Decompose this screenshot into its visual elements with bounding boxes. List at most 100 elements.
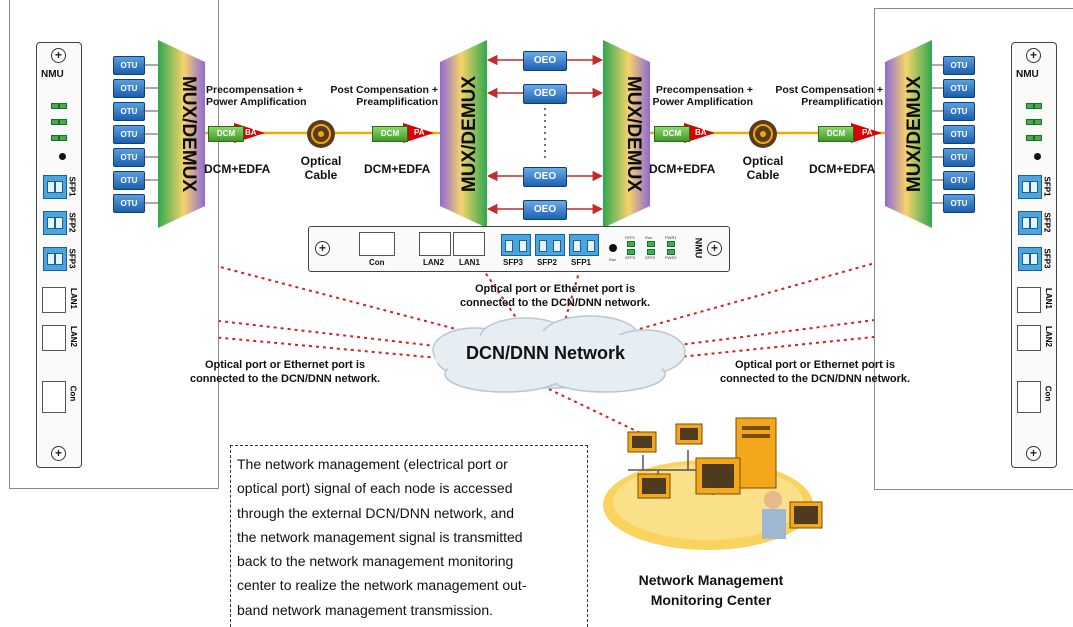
- mux-demux-1: [158, 40, 205, 228]
- computer-icon: [627, 431, 657, 453]
- lan1-label: LAN1: [459, 258, 480, 267]
- optical-cable-icon: [307, 120, 335, 148]
- optical-cable-label: Optical Cable: [300, 154, 342, 182]
- lan2-port[interactable]: [419, 232, 451, 256]
- sfp1-port[interactable]: [1018, 175, 1042, 199]
- post-compensation-label: Post Compensation + Preamplification: [330, 84, 438, 108]
- optical-cable-label: Optical Cable: [742, 154, 784, 182]
- precompensation-label: Precompensation + Power Amplification: [206, 84, 307, 108]
- dcm-edfa-label: DCM+EDFA: [204, 162, 271, 176]
- link-cloud-center: [529, 379, 656, 441]
- sfp2-label: SFP2: [537, 258, 558, 267]
- nmu-front-panel: + Con LAN2 LAN1 SFP3 SFP2 SFP1 Run SFP1 …: [308, 226, 730, 272]
- status-led: [59, 135, 67, 141]
- run-indicator: [59, 153, 66, 160]
- dcm-edfa-label: DCM+EDFA: [364, 162, 431, 176]
- mux-demux-2: [440, 40, 487, 228]
- led-label: Run: [645, 235, 653, 240]
- status-led: [59, 119, 67, 125]
- led-label: PWR1: [665, 235, 677, 240]
- otu-module: OTU: [943, 125, 975, 144]
- left-nmu-card: + NMU SFP1 SFP2 SFP3 LAN1 LAN2 Con +: [36, 42, 82, 468]
- dcm-module: DCM: [372, 126, 408, 142]
- monitoring-center-illustration: [603, 417, 823, 550]
- computer-icon: [695, 457, 741, 495]
- run-indicator: [609, 244, 617, 252]
- server-icon: [735, 417, 777, 489]
- status-led: [1026, 103, 1034, 109]
- console-port[interactable]: [1017, 381, 1041, 413]
- sfp1-port[interactable]: [43, 175, 67, 199]
- screw-icon: +: [1026, 48, 1041, 63]
- status-led: [647, 249, 655, 255]
- sfp2-port[interactable]: [535, 234, 565, 256]
- lan1-port[interactable]: [453, 232, 485, 256]
- precompensation-label: Precompensation + Power Amplification: [652, 84, 753, 108]
- lan1-port[interactable]: [42, 287, 66, 313]
- dcm-module: DCM: [654, 126, 690, 142]
- sfp3-label: SFP3: [503, 258, 524, 267]
- mux-demux-3: [603, 40, 650, 228]
- mux-demux-label-4: MUX/DEMUX: [904, 75, 926, 193]
- port-note-left: Optical port or Ethernet port is connect…: [189, 359, 381, 385]
- dcm-edfa-label: DCM+EDFA: [809, 162, 876, 176]
- ba-label: BA: [245, 128, 257, 137]
- lan1-port[interactable]: [1017, 287, 1041, 313]
- lan2-port[interactable]: [42, 325, 66, 351]
- oeo-module: OEO: [523, 51, 567, 71]
- nmu-title: NMU: [1016, 69, 1039, 80]
- dcn-cloud: [432, 315, 686, 393]
- otu-module: OTU: [113, 148, 145, 167]
- status-led: [1034, 103, 1042, 109]
- screw-icon: +: [1026, 446, 1041, 461]
- link-right-lan1: [639, 303, 1001, 351]
- otu-module: OTU: [943, 194, 975, 213]
- ba-label: BA: [695, 128, 707, 137]
- right-nmu-card: + NMU SFP1 SFP2 SFP3 LAN1 LAN2 Con +: [1011, 42, 1057, 468]
- description-text: The network management (electrical port …: [237, 456, 527, 618]
- console-port[interactable]: [42, 381, 66, 413]
- sfp3-port[interactable]: [43, 247, 67, 271]
- nmu-title: NMU: [693, 237, 704, 259]
- sfp3-port[interactable]: [1018, 247, 1042, 271]
- sfp2-port[interactable]: [1018, 211, 1042, 235]
- monitoring-center-label: Network Management Monitoring Center: [638, 572, 784, 608]
- otu-module: OTU: [943, 171, 975, 190]
- status-led: [51, 135, 59, 141]
- otu-module: OTU: [943, 102, 975, 121]
- mux-demux-label-3: MUX/DEMUX: [623, 75, 645, 193]
- status-led: [1026, 135, 1034, 141]
- oeo-module: OEO: [523, 200, 567, 220]
- console-port[interactable]: [359, 232, 395, 256]
- mux-demux-label-2: MUX/DEMUX: [459, 75, 481, 193]
- link-panel-lan1: [477, 261, 531, 339]
- sfp3-port[interactable]: [501, 234, 531, 256]
- screw-icon: +: [315, 241, 330, 256]
- status-led: [647, 241, 655, 247]
- status-led: [627, 249, 635, 255]
- lan2-port[interactable]: [1017, 325, 1041, 351]
- nmu-title: NMU: [41, 69, 64, 80]
- led-label: SFP1: [625, 235, 636, 240]
- oeo-module: OEO: [523, 84, 567, 104]
- status-led: [51, 103, 59, 109]
- mux-demux-label-1: MUX/DEMUX: [178, 75, 200, 193]
- otu-module: OTU: [943, 79, 975, 98]
- lan2-label: LAN2: [423, 258, 444, 267]
- screw-icon: +: [51, 446, 66, 461]
- port-note-center: Optical port or Ethernet port is connect…: [459, 283, 651, 309]
- console-label: Con: [369, 258, 385, 267]
- pa-label: PA: [414, 128, 425, 137]
- sfp1-port[interactable]: [569, 234, 599, 256]
- post-compensation-label: Post Compensation + Preamplification: [775, 84, 883, 108]
- status-led: [1034, 119, 1042, 125]
- mux-demux-4: [885, 40, 932, 228]
- port-note-right: Optical port or Ethernet port is connect…: [719, 359, 911, 385]
- status-led: [59, 103, 67, 109]
- status-led: [667, 249, 675, 255]
- dcm-edfa-label: DCM+EDFA: [649, 162, 716, 176]
- dcm-module: DCM: [208, 126, 244, 142]
- dcn-network-label: DCN/DNN Network: [466, 343, 626, 363]
- sfp2-port[interactable]: [43, 211, 67, 235]
